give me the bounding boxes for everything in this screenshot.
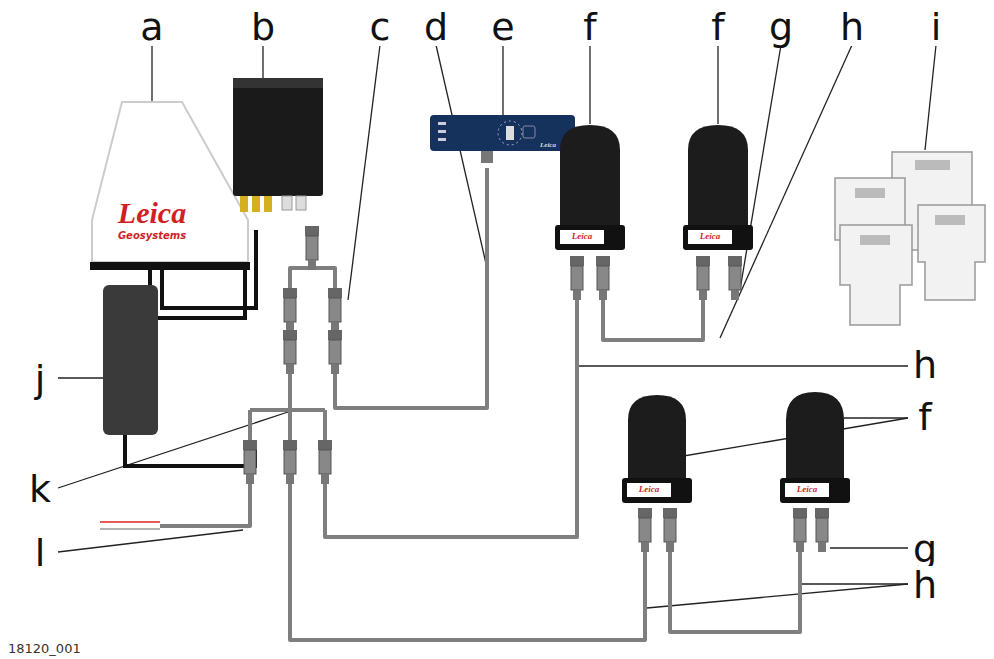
- callout-letter: d: [422, 8, 450, 46]
- brand-logo: Leica: [540, 142, 556, 149]
- brand-logo: Leica: [639, 485, 660, 494]
- callout-letter: h: [838, 8, 866, 46]
- callout-letter: i: [929, 8, 944, 46]
- callout-letter: f: [916, 398, 933, 436]
- brand-logo: Leica: [700, 232, 721, 241]
- callout-letter: g: [911, 530, 939, 568]
- callout-letter: c: [368, 8, 393, 46]
- callout-letter: k: [27, 470, 53, 508]
- brand-logo: Leica: [118, 198, 186, 228]
- brand-text: Geosystems: [118, 231, 186, 241]
- callout-letter: l: [33, 534, 48, 572]
- figure-id: 18120_001: [8, 642, 81, 655]
- callout-letter: f: [581, 8, 598, 46]
- callout-letter: h: [911, 566, 939, 604]
- callout-letter: h: [911, 346, 939, 384]
- brand-logo: Leica: [797, 485, 818, 494]
- callout-letter: a: [138, 8, 165, 46]
- callout-letter: f: [709, 8, 726, 46]
- callout-letter: e: [489, 8, 516, 46]
- callout-letter: j: [33, 360, 48, 398]
- brand-logo: Leica: [572, 232, 593, 241]
- callout-letter: g: [767, 8, 795, 46]
- callout-letter: b: [249, 8, 277, 46]
